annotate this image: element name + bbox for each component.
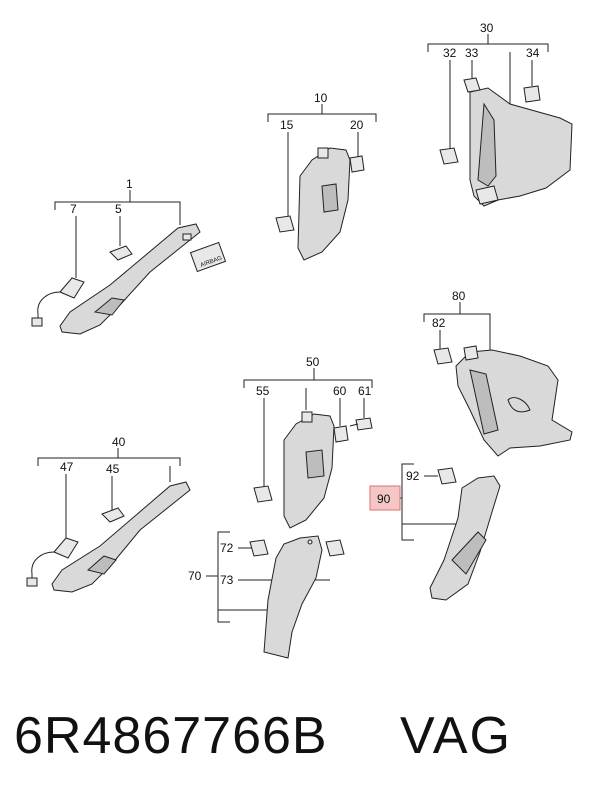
clip-72-icon — [249, 539, 269, 557]
group-80-c-pillar-lower: 80 82 — [423, 289, 573, 457]
callout-50[interactable]: 50 — [306, 355, 320, 369]
brand-name: VAG — [400, 707, 512, 765]
clip-33-icon — [463, 77, 481, 93]
clip-55-icon — [253, 485, 273, 503]
callout-90-highlight — [369, 485, 401, 511]
callout-73[interactable]: 73 — [220, 573, 234, 587]
callout-20[interactable]: 20 — [350, 118, 364, 132]
callout-47[interactable]: 47 — [60, 460, 74, 474]
callout-70[interactable]: 70 — [188, 569, 202, 583]
parts-diagram: 1 7 5 AIRBAG 10 15 20 30 32 — [26, 21, 573, 659]
speaker-grille-7-icon — [59, 277, 85, 299]
screw-61-icon — [355, 417, 373, 431]
clip-45-icon — [101, 507, 125, 523]
callout-5[interactable]: 5 — [115, 202, 122, 216]
part-number: 6R4867766B — [14, 707, 328, 765]
footer: 6R4867766B VAG — [0, 700, 600, 800]
clip-20-icon — [349, 155, 365, 173]
callout-72[interactable]: 72 — [220, 541, 234, 555]
callout-60[interactable]: 60 — [333, 384, 347, 398]
callout-7[interactable]: 7 — [70, 202, 77, 216]
callout-15[interactable]: 15 — [280, 118, 294, 132]
group-50-b-pillar-upper: 50 55 60 61 — [243, 355, 373, 529]
callout-10[interactable]: 10 — [314, 91, 328, 105]
callout-34[interactable]: 34 — [526, 46, 540, 60]
clip-82-icon — [433, 347, 453, 365]
callout-45[interactable]: 45 — [106, 462, 120, 476]
group-70-b-pillar-lower: 70 72 73 — [188, 531, 345, 659]
group-90-trim: 90 92 — [369, 463, 501, 601]
clip-5-icon — [109, 245, 133, 261]
callout-90[interactable]: 90 — [377, 492, 391, 506]
clip-32-icon — [439, 147, 459, 165]
clip-73-icon — [325, 539, 345, 557]
callout-82[interactable]: 82 — [432, 316, 446, 330]
callout-33[interactable]: 33 — [465, 46, 479, 60]
callout-92[interactable]: 92 — [406, 469, 420, 483]
group-40-a-pillar-trim: 40 47 45 — [26, 435, 191, 593]
clip-92-icon — [437, 467, 457, 485]
airbag-label-icon — [189, 241, 227, 273]
callout-30[interactable]: 30 — [480, 21, 494, 35]
group-30-c-pillar: 30 32 33 34 — [427, 21, 573, 207]
clip-60-icon — [333, 425, 349, 443]
callout-32[interactable]: 32 — [443, 46, 457, 60]
callout-40[interactable]: 40 — [112, 435, 126, 449]
callout-61[interactable]: 61 — [358, 384, 372, 398]
callout-55[interactable]: 55 — [256, 384, 270, 398]
clip-34-icon — [523, 85, 541, 103]
callout-80[interactable]: 80 — [452, 289, 466, 303]
callout-1[interactable]: 1 — [126, 177, 133, 191]
speaker-grille-47-icon — [53, 537, 79, 559]
group-1-a-pillar-trim: 1 7 5 AIRBAG — [31, 177, 227, 335]
group-10-b-pillar-upper: 10 15 20 — [267, 91, 377, 261]
clip-15-icon — [275, 215, 295, 233]
